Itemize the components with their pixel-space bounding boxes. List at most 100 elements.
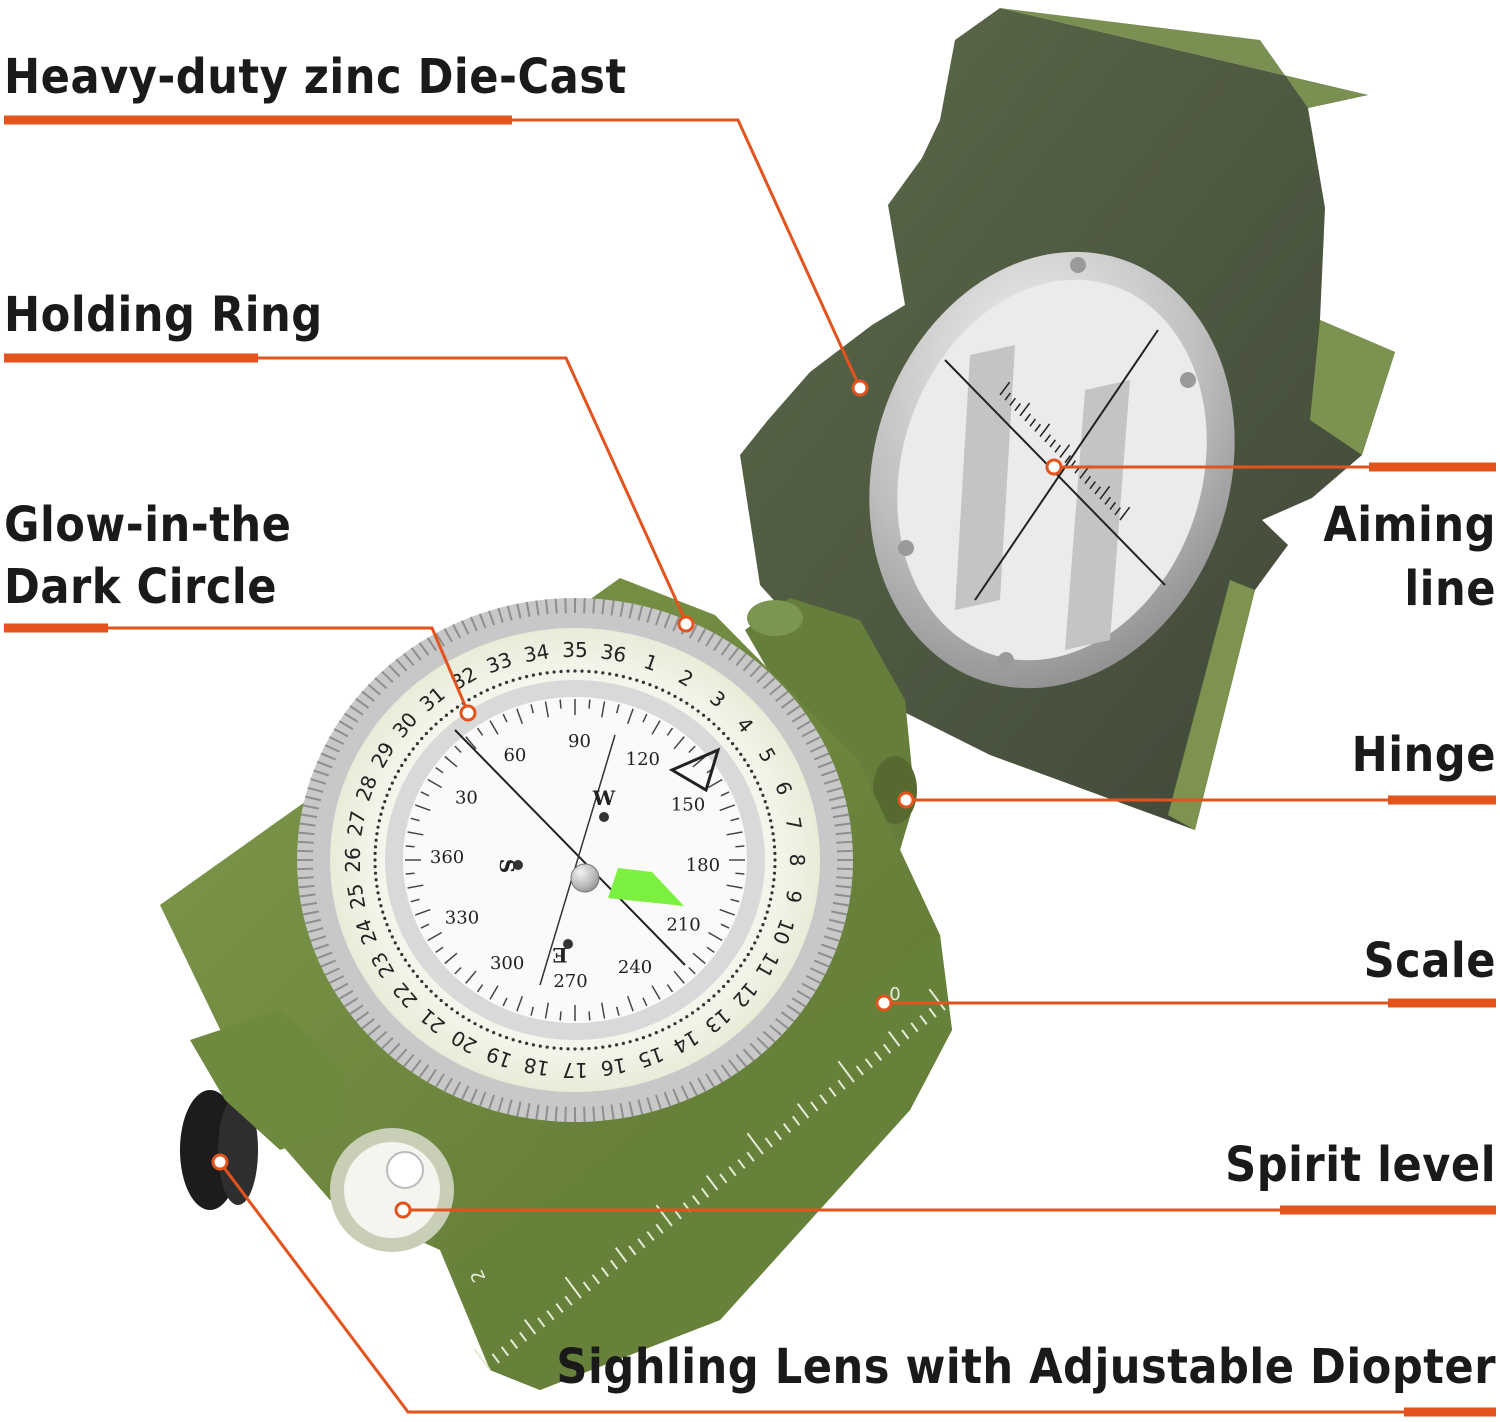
knurl-tick bbox=[835, 831, 852, 836]
glow-ring-dot bbox=[758, 787, 763, 791]
glow-ring-dot bbox=[396, 769, 401, 773]
knurl-tick bbox=[506, 1099, 513, 1115]
knurl-tick bbox=[544, 1105, 549, 1121]
ruler-tick bbox=[764, 1137, 773, 1148]
knurl-tick bbox=[831, 804, 848, 810]
knurl-tick bbox=[728, 1059, 740, 1073]
glow-ring-dot bbox=[749, 769, 754, 773]
ruler-tick bbox=[782, 1122, 792, 1134]
knurl-tick bbox=[307, 927, 324, 934]
glow-circle-marker bbox=[459, 704, 477, 722]
glow-ring-dot bbox=[635, 1038, 639, 1042]
spirit-level-bubble bbox=[386, 1151, 424, 1189]
glow-ring-dot bbox=[707, 998, 711, 1003]
glow-ring-number: 25 bbox=[342, 882, 370, 911]
compass-card-ticks bbox=[405, 699, 745, 1021]
card-tick bbox=[410, 817, 420, 822]
glow-ring-dot bbox=[717, 727, 721, 731]
lens-housing bbox=[190, 1010, 345, 1150]
knurl-tick bbox=[801, 982, 817, 992]
card-tick bbox=[530, 704, 535, 714]
knurl-tick bbox=[813, 959, 830, 968]
glow-ring-dot bbox=[594, 670, 598, 674]
glow-ring-dot bbox=[400, 763, 404, 768]
glow-ring-dot bbox=[661, 1028, 665, 1032]
card-tick bbox=[454, 966, 462, 975]
glow-ring-dot bbox=[424, 984, 428, 989]
glow-ring-number: 16 bbox=[599, 1053, 628, 1081]
glow-ring-dot bbox=[573, 1047, 577, 1051]
ruler-tick bbox=[537, 1317, 546, 1328]
knurl-tick bbox=[329, 736, 345, 745]
ruler-tick bbox=[500, 1346, 510, 1357]
glow-ring-dot bbox=[429, 989, 433, 993]
glow-ring-dot bbox=[538, 672, 542, 676]
card-tick bbox=[692, 952, 706, 965]
knurl-tick bbox=[535, 1104, 540, 1120]
glow-ring-dot bbox=[654, 685, 658, 689]
knurl-tick bbox=[381, 670, 394, 684]
glow-ring-dot bbox=[407, 964, 411, 968]
knurl-tick bbox=[832, 813, 849, 819]
knurl-tick bbox=[826, 786, 843, 793]
ruler-tick bbox=[700, 1187, 710, 1198]
card-tick bbox=[502, 713, 508, 723]
die-cast-marker bbox=[851, 379, 869, 397]
knurl-tick bbox=[333, 728, 349, 738]
card-tick bbox=[405, 845, 415, 848]
knurl-tick bbox=[307, 786, 324, 793]
knurl-tick bbox=[756, 1036, 769, 1050]
glow-ring-dot bbox=[531, 673, 536, 677]
scale-marker bbox=[875, 994, 893, 1012]
glow-ring-dot bbox=[518, 1040, 522, 1044]
knurl-tick bbox=[735, 652, 747, 667]
knurl-tick bbox=[506, 605, 513, 621]
glow-ring-dot bbox=[767, 812, 771, 816]
glow-ring-dot bbox=[690, 1011, 695, 1015]
knurl-tick bbox=[343, 997, 359, 1008]
knurl-tick bbox=[324, 744, 340, 753]
card-degree-number: 90 bbox=[568, 731, 591, 752]
glow-ring-dot bbox=[580, 669, 584, 673]
glow-ring-dot bbox=[374, 878, 378, 882]
glow-ring-dot bbox=[387, 929, 392, 933]
card-tick bbox=[544, 701, 549, 718]
knurl-tick bbox=[349, 705, 364, 716]
glow-ring-dot bbox=[479, 691, 483, 695]
knurl-tick bbox=[713, 637, 724, 652]
knurl-tick bbox=[820, 769, 837, 777]
card-tick bbox=[707, 931, 723, 942]
knurl-tick bbox=[329, 975, 345, 984]
cardinal-e: E bbox=[552, 943, 567, 967]
glow-ring-dot bbox=[641, 680, 646, 684]
knurl-tick bbox=[564, 1106, 567, 1122]
ruler-tick bbox=[928, 1007, 937, 1018]
glow-ring-dot bbox=[685, 1015, 689, 1019]
glow-ring-dot bbox=[767, 904, 771, 908]
card-tick bbox=[427, 778, 443, 789]
screw bbox=[998, 652, 1014, 668]
knurl-tick bbox=[301, 813, 318, 819]
knurl-tick bbox=[832, 901, 849, 907]
knurl-tick bbox=[320, 752, 337, 761]
knurl-tick bbox=[637, 1099, 644, 1115]
callout-glow-line2: Dark Circle bbox=[4, 559, 277, 615]
knurl-tick bbox=[836, 876, 853, 880]
glow-ring-number: 9 bbox=[781, 888, 807, 905]
knurl-tick bbox=[395, 658, 408, 672]
glow-circle-leader bbox=[108, 626, 469, 711]
glow-ring-dot bbox=[381, 806, 385, 810]
knurl-tick bbox=[796, 990, 812, 1000]
glow-ring-dot bbox=[376, 891, 380, 895]
knurl-tick bbox=[672, 1088, 681, 1104]
glow-ring-dot bbox=[373, 871, 378, 875]
glow-ring-dot bbox=[726, 736, 730, 741]
screw bbox=[1070, 257, 1086, 273]
ruler-tick bbox=[746, 1151, 755, 1162]
knurl-tick bbox=[478, 613, 487, 629]
knurl-tick bbox=[316, 951, 333, 960]
glow-ring-dot bbox=[756, 935, 760, 939]
ruler-tick bbox=[523, 1318, 537, 1335]
glow-ring-dot bbox=[504, 680, 509, 684]
